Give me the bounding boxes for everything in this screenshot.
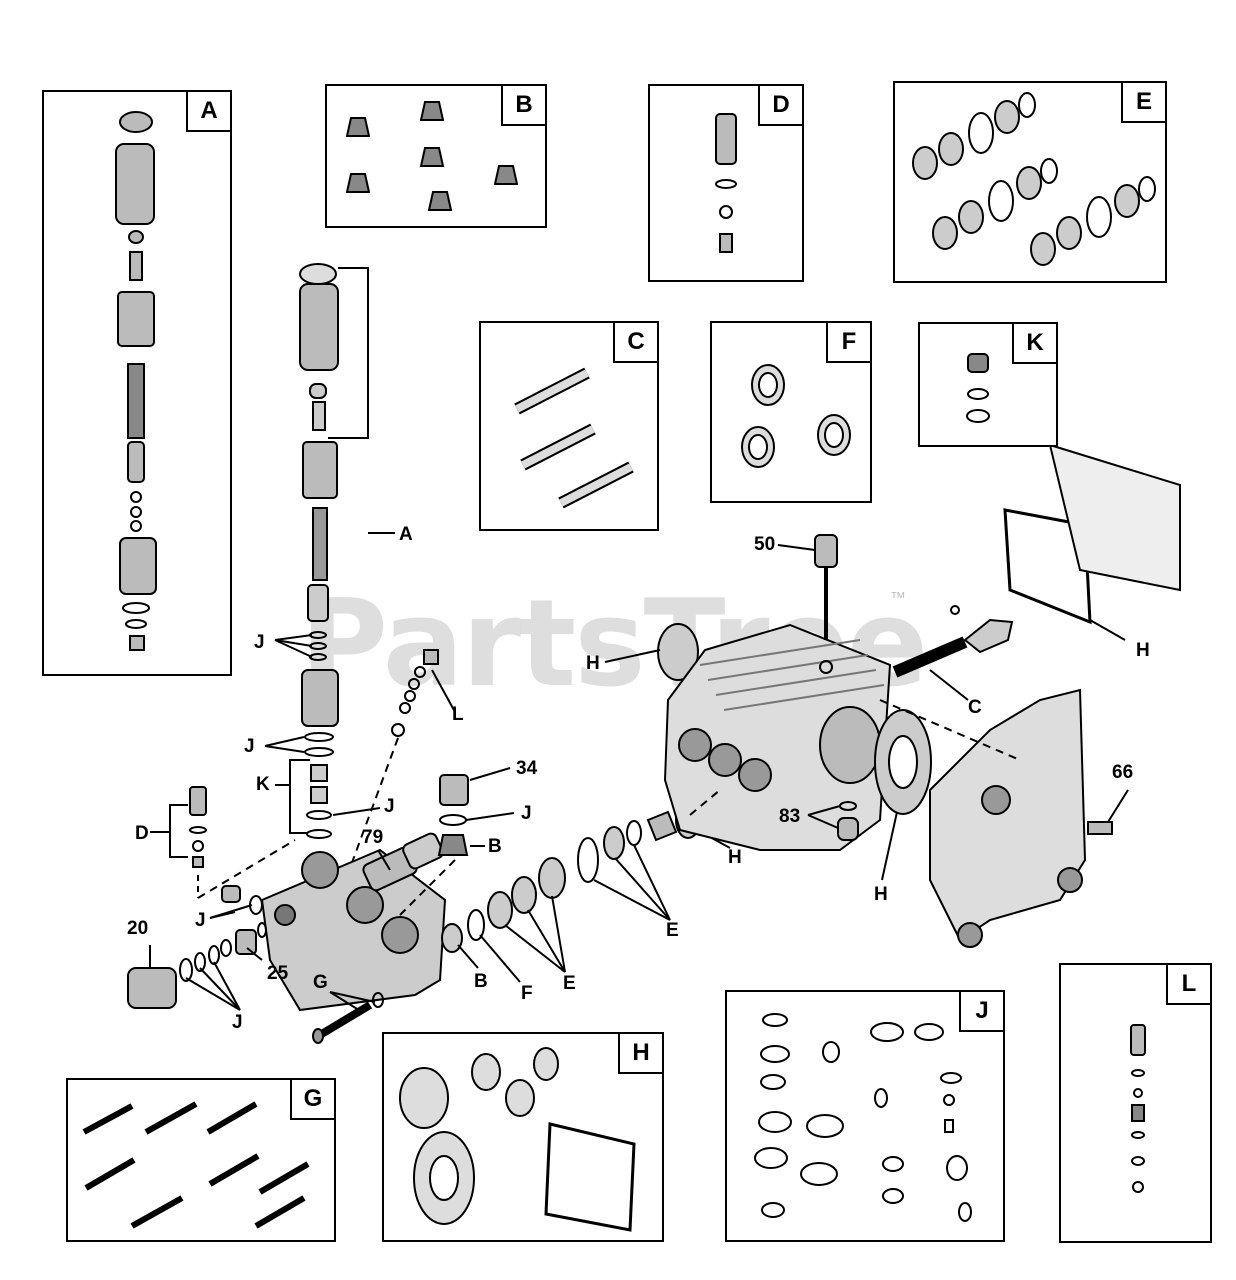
kit-h-parts — [399, 1047, 636, 1232]
kit-l-label: L — [1166, 965, 1210, 1005]
callout-34: 34 — [516, 758, 538, 779]
dipstick — [814, 534, 838, 640]
rear-cover — [1048, 443, 1181, 592]
callout-l: L — [452, 704, 464, 725]
callout-h: H — [586, 653, 600, 674]
callout-j: J — [521, 803, 532, 824]
callout-e: E — [666, 920, 679, 941]
callout-j: J — [195, 910, 206, 931]
kit-h-label: H — [618, 1034, 662, 1074]
callout-b: B — [474, 971, 488, 992]
callout-a: A — [399, 524, 413, 545]
callout-h: H — [1136, 640, 1150, 661]
callout-j: J — [254, 632, 265, 653]
callout-79: 79 — [362, 827, 384, 848]
inlet-fittings — [127, 885, 267, 1009]
kit-e-box: E — [893, 81, 1167, 283]
callout-j: J — [232, 1012, 243, 1033]
kit-b-parts — [345, 101, 519, 211]
kit-f-label: F — [826, 323, 870, 363]
seal-stack — [441, 801, 701, 953]
trademark-symbol: ™ — [890, 590, 906, 607]
callout-j: J — [244, 736, 255, 757]
kit-k-box: K — [918, 322, 1058, 447]
callout-h: H — [728, 847, 742, 868]
kit-a-parts — [115, 111, 157, 651]
kit-j-label: J — [959, 992, 1003, 1032]
kit-k-parts — [966, 353, 990, 423]
kit-c-parts — [514, 367, 634, 509]
callout-25: 25 — [267, 963, 289, 984]
unloader-valve-assembly — [299, 263, 339, 839]
cover-gasket — [1003, 508, 1092, 625]
kit-k-label: K — [1012, 324, 1056, 364]
kit-l-parts — [1130, 1024, 1146, 1193]
callout-d: D — [135, 823, 149, 844]
callout-50: 50 — [754, 534, 776, 555]
kit-g-parts — [82, 1101, 310, 1229]
kit-b-label: B — [501, 86, 545, 126]
kit-f-box: F — [710, 321, 872, 503]
kit-j-parts — [754, 1013, 972, 1222]
kit-h-box: H — [382, 1032, 664, 1242]
kit-l-box: L — [1059, 963, 1212, 1243]
inlet-valve-stack — [189, 786, 207, 868]
callout-83: 83 — [779, 806, 801, 827]
plug-and-seal — [437, 774, 469, 856]
kit-d-box: D — [648, 84, 804, 282]
kit-c-label: C — [613, 323, 657, 363]
manifold-bolt — [312, 992, 384, 1044]
kit-c-box: C — [479, 321, 659, 531]
kit-d-parts — [715, 113, 737, 253]
crankcase — [663, 623, 892, 851]
callout-b: B — [488, 836, 502, 857]
kit-e-parts — [912, 92, 1156, 266]
callout-f: F — [521, 983, 533, 1004]
callout-66: 66 — [1112, 762, 1134, 783]
kit-a-box: A — [42, 90, 232, 676]
callout-j: J — [384, 796, 395, 817]
kit-b-box: B — [325, 84, 547, 228]
kit-f-parts — [741, 364, 851, 468]
kit-j-box: J — [725, 990, 1005, 1242]
callout-c: C — [968, 697, 982, 718]
callout-e: E — [563, 973, 576, 994]
gearbox-flange — [929, 688, 1087, 948]
manifold-plug-stack — [391, 649, 439, 737]
callout-k: K — [256, 774, 270, 795]
kit-g-box: G — [66, 1078, 336, 1242]
callout-20: 20 — [127, 918, 149, 939]
callout-h: H — [874, 884, 888, 905]
callout-g: G — [313, 972, 328, 993]
kit-e-label: E — [1121, 83, 1165, 123]
manifold-body — [260, 848, 447, 1012]
kit-d-label: D — [758, 86, 802, 126]
shaft-and-rod — [892, 605, 1014, 678]
kit-a-label: A — [186, 92, 230, 132]
kit-g-label: G — [290, 1080, 334, 1120]
